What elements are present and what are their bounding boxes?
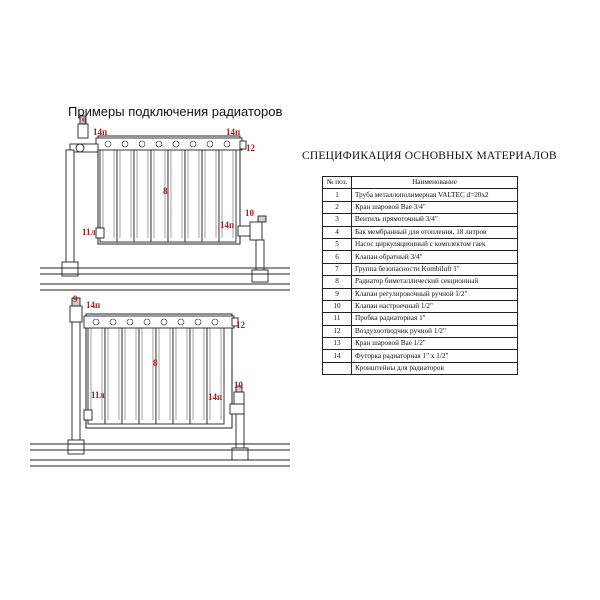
label-14-bottom-left: 14п — [86, 300, 100, 310]
row-name: Труба металлополимерная VALTEC d=20x2 — [351, 188, 518, 202]
label-14-top-lower: 14п — [220, 220, 234, 230]
supply-riser-top — [61, 149, 79, 277]
row-num: 10 — [322, 299, 352, 314]
air-vent-bottom — [231, 317, 239, 327]
label-8-top: 8 — [163, 186, 168, 196]
row-num — [322, 361, 352, 376]
label-10-top: 10 — [245, 208, 255, 218]
label-12-top: 12 — [246, 143, 256, 153]
row-name: Пробка радиаторная 1" — [351, 312, 518, 326]
radiator-sections-bottom — [83, 313, 235, 429]
regulating-valve-top — [69, 115, 99, 153]
mains-bottom — [30, 443, 290, 467]
air-vent-top — [239, 140, 247, 150]
radiator-bottom: 9 14п 12 8 11л 10 14п — [30, 294, 290, 467]
row-name: Футорка радиаторная 1" x 1/2" — [351, 349, 518, 363]
row-num: 12 — [322, 324, 352, 339]
row-num: 9 — [322, 287, 352, 301]
radiator-top: 9 14п 14п 12 8 11л 10 14п — [40, 115, 290, 291]
label-9-top: 9 — [82, 116, 87, 126]
row-name: Кран шаровой Вае 3/4" — [351, 200, 518, 215]
row-name: Клапан обратный 3/4" — [351, 250, 518, 264]
label-11-top: 11л — [82, 227, 96, 237]
row-num: 5 — [322, 237, 352, 252]
row-name: Радиатор биметаллический секционный — [351, 275, 518, 289]
row-num: 11 — [322, 312, 352, 326]
row-name: Бак мембранный для отопления, 18 литров — [351, 225, 518, 239]
diagram-title: Примеры подключения радиаторов — [68, 104, 283, 119]
balancing-valve-top — [237, 215, 269, 283]
balancing-valve-bottom — [229, 385, 249, 461]
label-12-bottom: 12 — [236, 320, 246, 330]
header-name: Наименование — [351, 175, 518, 190]
plug-top — [95, 227, 105, 239]
row-num: 7 — [322, 262, 352, 277]
label-14-top-right: 14п — [226, 127, 240, 137]
label-9-bottom: 9 — [73, 294, 78, 304]
row-num: 6 — [322, 250, 352, 264]
row-num: 2 — [322, 200, 352, 215]
row-name: Клапан настроечный 1/2" — [351, 299, 518, 314]
spec-title: СПЕЦИФИКАЦИЯ ОСНОВНЫХ МАТЕРИАЛОВ — [302, 150, 557, 162]
row-num: 13 — [322, 337, 352, 351]
row-name: Воздухоотводчик ручной 1/2" — [351, 324, 518, 339]
table-row: Кронштейны для радиаторов — [322, 361, 518, 376]
row-name: Группа безопасности Kombiluft 1" — [351, 262, 518, 277]
row-name: Кронштейны для радиаторов — [351, 361, 518, 376]
row-num: 8 — [322, 275, 352, 289]
mains-top — [40, 267, 290, 291]
row-name: Вентиль прямоточный 3/4" — [351, 213, 518, 227]
radiator-sections — [95, 135, 243, 245]
label-10-bottom: 10 — [234, 380, 244, 390]
row-num: 3 — [322, 213, 352, 227]
label-14-bottom-lower: 14п — [208, 392, 222, 402]
row-name: Клапан регулировочный ручной 1/2" — [351, 287, 518, 301]
regulating-valve-bottom — [67, 297, 85, 455]
row-name: Насос циркуляционный с комплектом гаек — [351, 237, 518, 252]
row-num: 14 — [322, 349, 352, 363]
row-num: 4 — [322, 225, 352, 239]
plug-bottom — [83, 409, 93, 421]
table-header-row: № поз. Наименование — [322, 175, 518, 190]
label-8-bottom: 8 — [153, 358, 158, 368]
header-num: № поз. — [322, 175, 352, 190]
row-num: 1 — [322, 188, 352, 202]
label-14-top-left: 14п — [93, 127, 107, 137]
row-name: Кран шаровой Вае 1/2" — [351, 337, 518, 351]
label-11-bottom: 11л — [91, 390, 105, 400]
